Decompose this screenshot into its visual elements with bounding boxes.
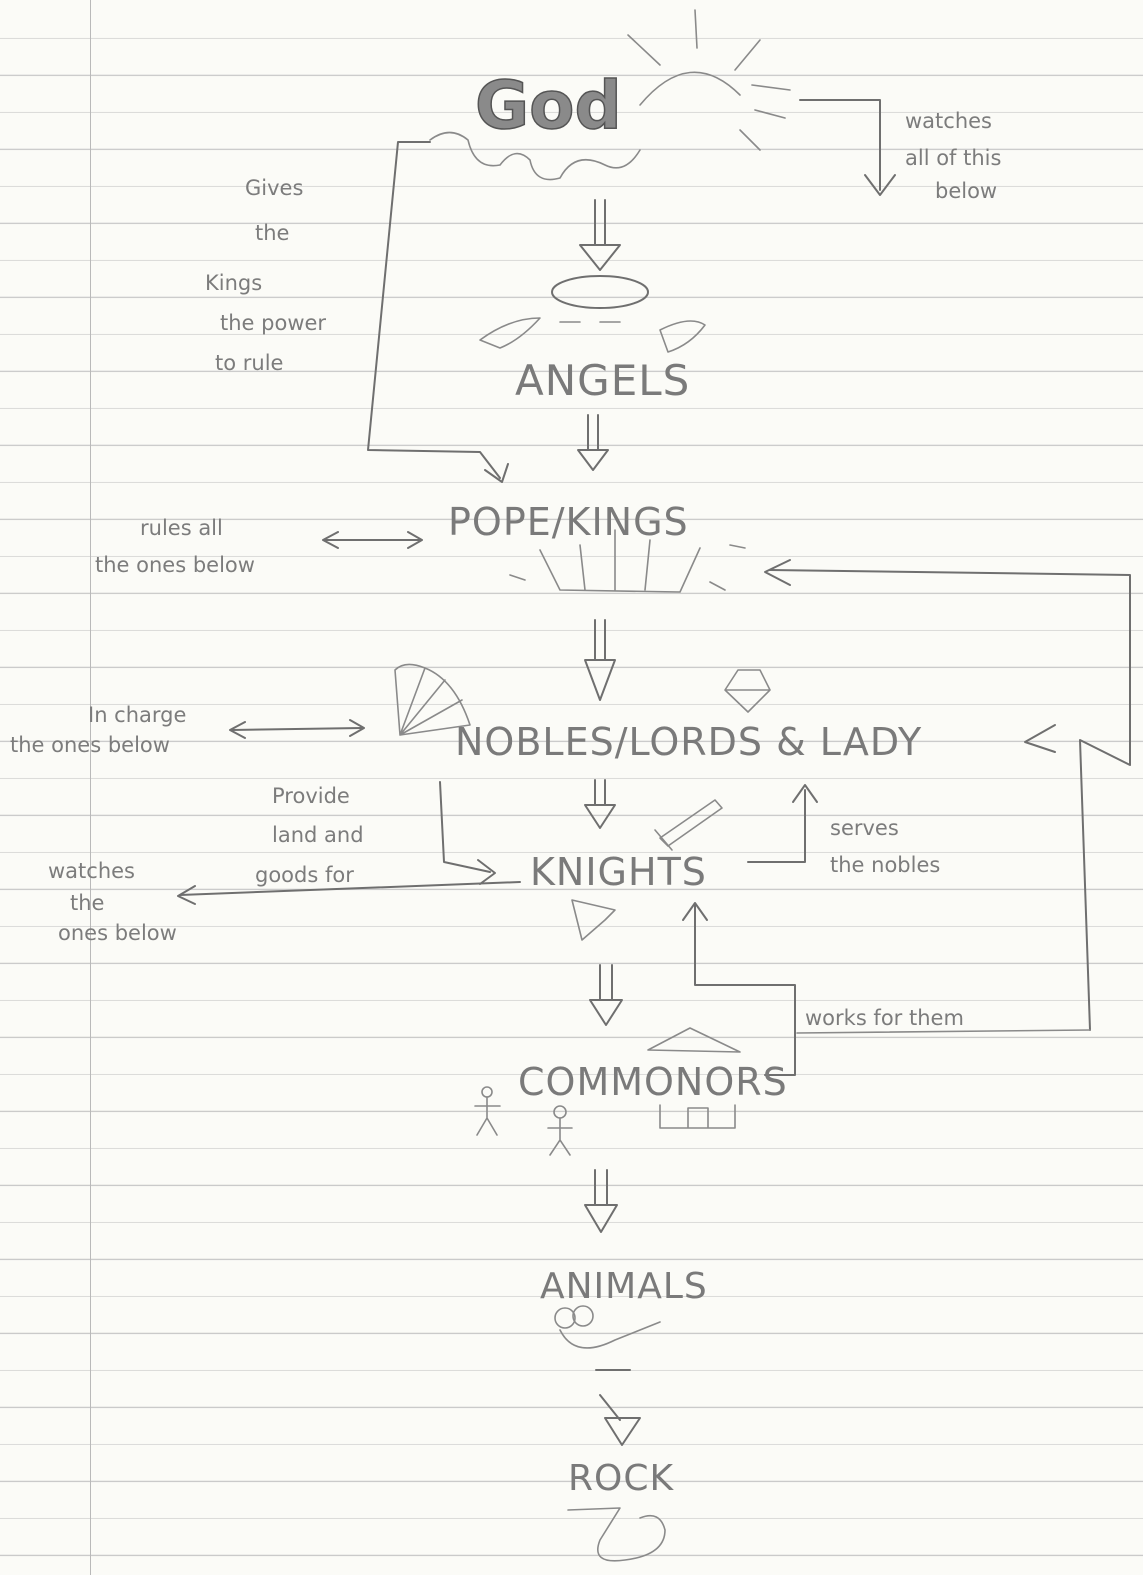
note-watches-all: watches all of this below — [905, 109, 1008, 203]
works-for-return-line — [764, 559, 1131, 1031]
crown-icon — [509, 529, 746, 593]
works-for-arrow — [682, 902, 1091, 1076]
level-rock: ROCK — [568, 1458, 674, 1499]
mouse-icon — [554, 1305, 661, 1349]
provide-arrow — [439, 781, 496, 885]
arrow-nobles-knights — [584, 779, 616, 829]
house-icon — [647, 1027, 741, 1129]
arrow-pope-nobles — [584, 619, 616, 701]
level-knights: KNIGHTS — [530, 850, 707, 894]
note-serves-nobles: serves the nobles — [830, 816, 940, 877]
left-wing-icon — [479, 317, 541, 349]
arrow-knights-commoners — [589, 964, 623, 1026]
halo-icon — [551, 275, 649, 323]
power-arrow — [367, 141, 509, 483]
fan-icon — [394, 663, 471, 736]
person-icon — [474, 1086, 501, 1136]
sword-icon — [654, 799, 723, 851]
level-nobles: NOBLES/LORDS & LADY — [455, 720, 922, 764]
cloud-icon — [429, 131, 641, 181]
person-icon — [547, 1105, 573, 1156]
level-god: God — [475, 67, 622, 144]
level-pope-kings: POPE/KINGS — [448, 500, 689, 544]
in-charge-arrow — [229, 719, 365, 739]
note-works-for-them: works for them — [805, 1006, 964, 1030]
watches-ones-arrow — [177, 881, 521, 905]
watches-arrow — [799, 99, 896, 196]
right-wing-icon — [659, 320, 706, 353]
arrow-god-angels — [579, 199, 621, 271]
serves-arrow — [747, 784, 818, 863]
sun-icon — [627, 9, 791, 151]
note-provide-land: Provide land and goods for — [255, 784, 370, 887]
note-in-charge: In charge the ones below — [10, 703, 193, 757]
note-gives-kings: Gives the Kings the power to rule — [205, 176, 333, 375]
level-animals: ANIMALS — [540, 1266, 708, 1307]
shield-icon — [571, 899, 616, 941]
arrow-commoners-animals — [584, 1169, 618, 1233]
arrow-angels-pope — [577, 414, 609, 471]
note-rules-all: rules all the ones below — [95, 516, 255, 577]
level-angels: ANGELS — [515, 356, 690, 405]
margin-line — [90, 0, 91, 1575]
arrow-animals-rock — [595, 1369, 641, 1446]
rules-arrow — [322, 531, 423, 549]
diamond-icon — [724, 669, 771, 713]
level-commoners: COMMONORS — [518, 1060, 788, 1104]
note-watches-ones: watches the ones below — [48, 859, 177, 945]
rock-icon — [567, 1507, 666, 1562]
